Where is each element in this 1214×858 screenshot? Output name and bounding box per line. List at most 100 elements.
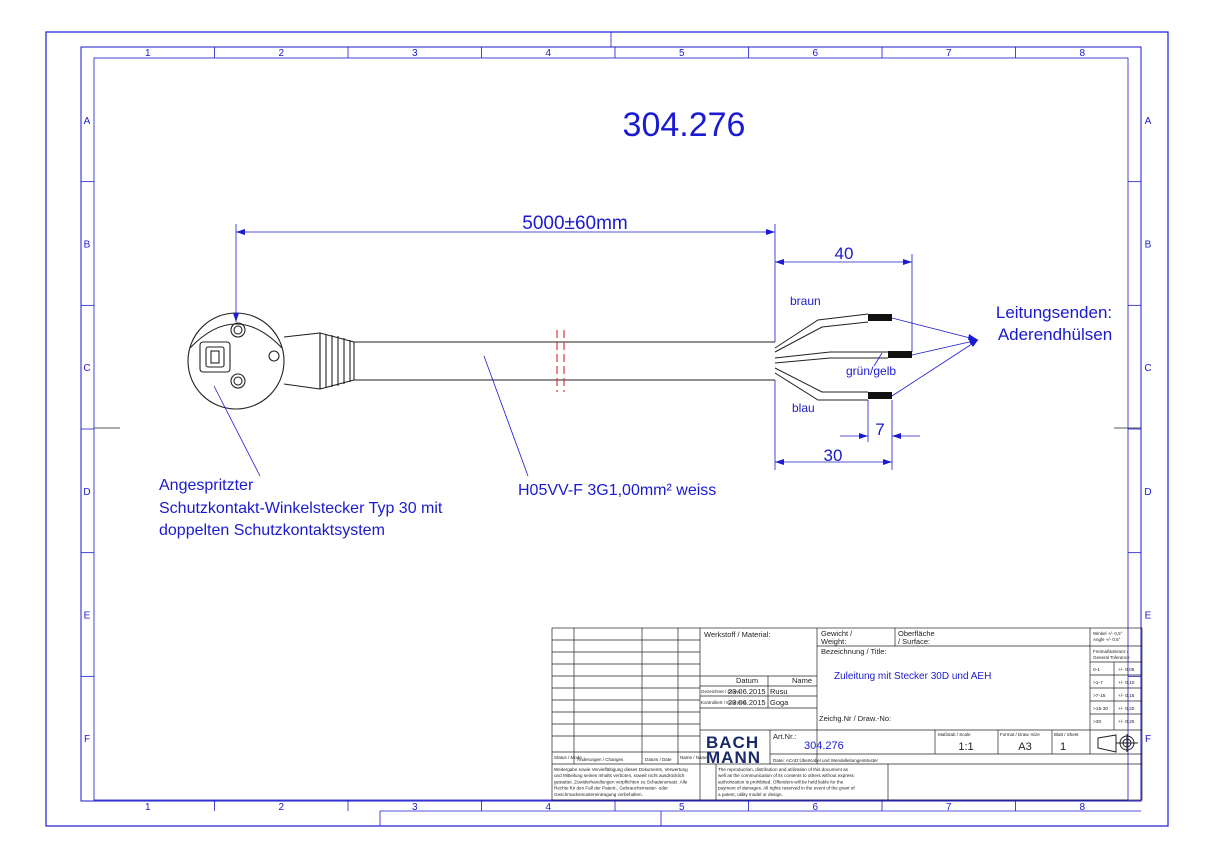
tb-artnr: 304.276 <box>804 740 844 752</box>
tb-gezeichnet: Gezeichnet / Drawn <box>701 689 741 694</box>
grid-ticks <box>81 47 1141 811</box>
tb-freimass-2: General Tolerance <box>1093 655 1130 660</box>
projection-symbol-icon <box>1097 734 1138 753</box>
plug-label-1: Angespritzter <box>159 477 254 494</box>
grid-row-label-right: F <box>1145 734 1151 745</box>
grid-row-label-left: C <box>83 363 90 374</box>
outer-frame <box>45 31 1169 827</box>
tb-format-label: Format / Draw.-Size <box>1000 732 1040 737</box>
cable-label: H05VV-F 3G1,00mm² weiss <box>518 482 716 499</box>
legal-line-en: well as the communication of its content… <box>718 773 855 778</box>
grid-col-label-bottom: 7 <box>946 802 952 813</box>
tb-werkstoff: Werkstoff / Material: <box>704 630 770 639</box>
ferrules <box>868 314 912 399</box>
drawing-frame <box>93 57 1129 801</box>
tb-massstab-label: Maßstab / Scale <box>938 732 971 737</box>
tb-winkel-2: Angle +/- 0,5° <box>1093 637 1121 642</box>
grid-col-label-top: 4 <box>545 48 551 59</box>
tb-oberflaeche-2: / Surface: <box>898 637 930 646</box>
grid-col-label-top: 2 <box>278 48 284 59</box>
tb-datum-header: Datum <box>736 676 758 685</box>
grid-col-label-bottom: 1 <box>145 802 151 813</box>
tb-title-value: Zuleitung mit Stecker 30D und AEH <box>834 671 991 682</box>
grid-row-label-right: A <box>1145 116 1152 127</box>
tb-oberflaeche-1: Oberfläche <box>898 629 935 638</box>
tb-bezeichnung: Bezeichnung / Title: <box>821 647 886 656</box>
legal-notice-en: The reproduction, distribution and utili… <box>718 767 855 797</box>
tb-gewicht-2: Weight: <box>821 637 846 646</box>
break-marks <box>556 330 565 392</box>
wire-label-gruengelb: grün/gelb <box>846 364 896 378</box>
bachmann-logo-top: BACH <box>706 733 759 752</box>
tolerance-range: >7-15 <box>1093 693 1106 699</box>
legal-line-en: payment of damages. All rights reserved … <box>718 786 855 791</box>
legal-line-de: und Mitteilung seines Inhalts verboten, … <box>554 773 685 778</box>
grid-row-label-right: D <box>1144 487 1151 498</box>
tb-date-checked: 23.06.2015 <box>728 698 766 707</box>
tb-aenderungen: Änderungen / Changes <box>577 756 624 762</box>
tb-kontrolliert: Kontrolliert / Examined <box>701 700 747 705</box>
grid-col-label-bottom: 8 <box>1079 802 1085 813</box>
tb-zeichnr: Zeichg.Nr / Draw.-No: <box>819 714 891 723</box>
tolerance-value: +/- 0,25 <box>1118 719 1135 725</box>
grid-row-label-right: C <box>1144 363 1151 374</box>
tb-freimass-1: Freimaßtoleranz / <box>1093 649 1129 654</box>
grid-col-label-bottom: 5 <box>679 802 685 813</box>
grid-row-label-left: F <box>84 734 90 745</box>
dimension-7: 7 <box>875 420 884 439</box>
dimension-40: 40 <box>835 244 854 263</box>
plug-label-3: doppelten Schutzkontaktsystem <box>159 522 385 539</box>
grid-col-label-bottom: 3 <box>412 802 418 813</box>
legal-line-en: authorization is prohibited. Offenders w… <box>718 779 844 784</box>
tb-name-drawn: Rusu <box>770 687 788 696</box>
tb-status: Status / Mode <box>554 755 582 760</box>
grid-row-label-left: A <box>84 116 91 127</box>
tb-name-header: Name <box>792 676 812 685</box>
tb-name-checked: Goga <box>770 698 789 707</box>
tb-blatt: 1 <box>1060 741 1066 753</box>
grid-col-label-top: 6 <box>812 48 818 59</box>
bachmann-logo-bottom: MANN <box>706 748 761 767</box>
tb-format: A3 <box>1018 741 1031 753</box>
legal-line-en: a patent, utility model or design. <box>718 792 783 797</box>
tolerance-range: >1-7 <box>1093 680 1103 686</box>
legal-line-en: The reproduction, distribution and utili… <box>718 767 849 772</box>
tolerance-range: >15-30 <box>1093 706 1108 712</box>
tb-date-drawn: 23.06.2015 <box>728 687 766 696</box>
tb-gewicht-1: Gewicht / <box>821 629 853 638</box>
grid-row-label-left: D <box>83 487 90 498</box>
legal-line-de: Rechte für den Fall der Patent-, Gebrauc… <box>554 786 668 791</box>
grid-col-label-bottom: 6 <box>812 802 818 813</box>
grid-row-label-left: B <box>84 240 91 251</box>
tb-datei: Datei: ACAD:ÜberKabel und Wendelleitunge… <box>773 757 878 763</box>
grid-col-label-top: 8 <box>1079 48 1085 59</box>
wire-label-blau: blau <box>792 401 815 415</box>
grid-col-label-top: 1 <box>145 48 151 59</box>
dimension-arrows <box>233 229 978 465</box>
tolerance-value: +/- 0,05 <box>1118 667 1135 673</box>
tolerance-value: +/- 0,20 <box>1118 706 1135 712</box>
tb-name-short: Name / Name <box>680 755 708 760</box>
tolerance-value: +/- 0,15 <box>1118 693 1135 699</box>
grid-col-label-top: 7 <box>946 48 952 59</box>
legal-line-de: gestattet. Zuwiderhandlungen verpflichte… <box>554 779 688 784</box>
wire-label-braun: braun <box>790 294 821 308</box>
dimensions <box>213 224 979 477</box>
tolerance-range: >30 <box>1093 719 1101 725</box>
grid-row-label-right: E <box>1145 611 1152 622</box>
legal-line-de: Geschmacksmustereintragung vorbehalten. <box>554 792 643 797</box>
tb-massstab: 1:1 <box>958 741 973 753</box>
legal-line-de: Weitergabe sowie Vervielfältigung dieses… <box>554 767 688 772</box>
length-dimension: 5000±60mm <box>522 213 627 234</box>
grid-col-label-bottom: 4 <box>545 802 551 813</box>
title-block <box>551 627 1143 801</box>
grid-col-label-top: 5 <box>679 48 685 59</box>
wire-ends <box>774 313 888 401</box>
tolerance-range: 0-1 <box>1093 667 1100 673</box>
plug-label-2: Schutzkontakt-Winkelstecker Typ 30 mit <box>159 500 443 517</box>
drawing-title: 304.276 <box>623 106 746 144</box>
tb-datum-date: Datum / Date <box>645 757 672 762</box>
tb-artnr-label: Art.Nr.: <box>773 732 796 741</box>
